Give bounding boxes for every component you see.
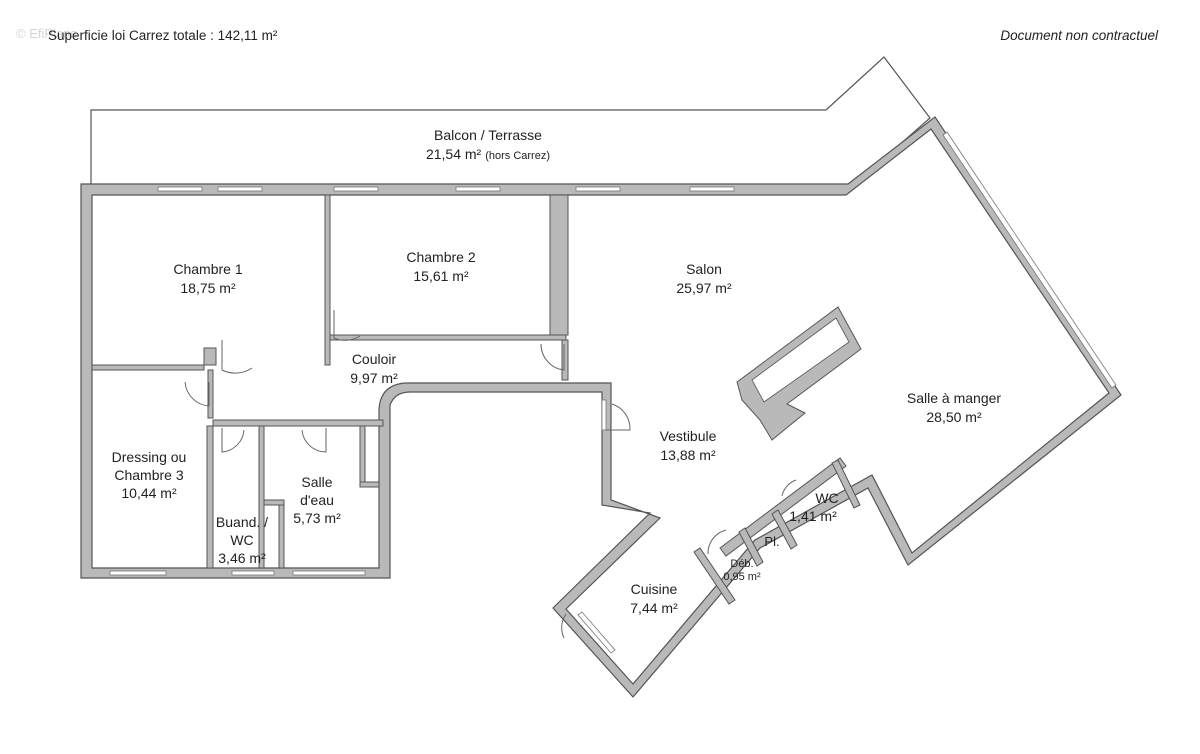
dressing-line2: Chambre 3 — [114, 467, 183, 483]
wc-name: WC — [815, 490, 838, 506]
balcony-area: 21,54 m² — [426, 146, 482, 162]
balcony-outline — [90, 56, 931, 189]
vestibule-name: Vestibule — [660, 428, 717, 444]
room-labels: Balcon / Terrasse 21,54 m²(hors Carrez) … — [112, 127, 1002, 616]
salle-manger-area: 28,50 m² — [926, 409, 982, 425]
balcony-note: (hors Carrez) — [485, 150, 550, 162]
salle-eau-area: 5,73 m² — [293, 510, 341, 526]
interior-walls — [91, 194, 861, 605]
buanderie-line1: Buand. / — [216, 514, 268, 530]
salle-eau-line1: Salle — [301, 474, 332, 490]
balcony-name: Balcon / Terrasse — [434, 127, 542, 143]
chambre2-area: 15,61 m² — [413, 268, 469, 284]
dressing-area: 10,44 m² — [121, 485, 177, 501]
total-area-label: Superficie loi Carrez totale : 142,11 m² — [48, 28, 278, 43]
disclaimer-label: Document non contractuel — [1000, 28, 1158, 43]
doors — [184, 310, 797, 639]
cuisine-area: 7,44 m² — [630, 600, 678, 616]
svg-text:21,54 m²(hors Carrez): 21,54 m²(hors Carrez) — [426, 146, 550, 162]
couloir-area: 9,97 m² — [350, 370, 398, 386]
windows — [109, 131, 1117, 654]
cuisine-name: Cuisine — [631, 581, 678, 597]
wc-area: 1,41 m² — [789, 508, 837, 524]
buanderie-area: 3,46 m² — [218, 550, 266, 566]
salon-name: Salon — [686, 261, 722, 277]
watermark: © EfiPlans — [16, 26, 77, 41]
debarras-area: 0,95 m² — [723, 571, 761, 583]
fireplace-block — [736, 306, 862, 441]
debarras-name: Déb. — [730, 558, 753, 570]
salle-manger-name: Salle à manger — [907, 390, 1002, 406]
outer-walls — [80, 116, 1122, 698]
chambre1-name: Chambre 1 — [173, 261, 242, 277]
chambre1-area: 18,75 m² — [180, 280, 236, 296]
buanderie-line2: WC — [230, 532, 253, 548]
salon-area: 25,97 m² — [676, 280, 732, 296]
salle-eau-line2: d'eau — [300, 492, 334, 508]
placard-name: Pl. — [764, 534, 779, 549]
chambre2-name: Chambre 2 — [406, 249, 475, 265]
couloir-name: Couloir — [352, 351, 397, 367]
dressing-line1: Dressing ou — [112, 449, 187, 465]
vestibule-area: 13,88 m² — [660, 447, 716, 463]
